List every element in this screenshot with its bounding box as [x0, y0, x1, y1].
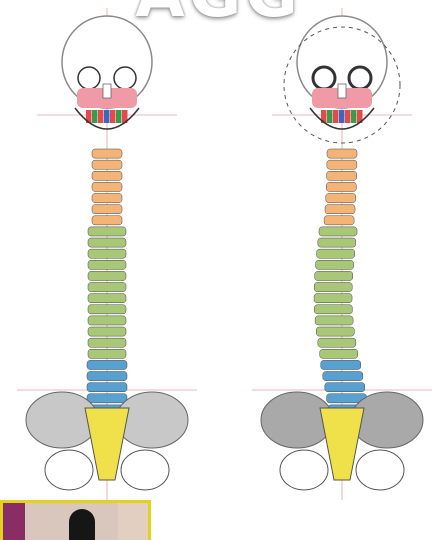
- tooth: [333, 110, 339, 123]
- cervical-vertebra: [327, 171, 357, 180]
- thoracic-vertebra: [318, 338, 356, 347]
- tooth: [104, 110, 110, 123]
- left-obturator: [280, 450, 328, 490]
- thoracic-vertebra: [88, 227, 126, 236]
- thoracic-vertebra: [316, 327, 354, 336]
- tooth: [339, 110, 345, 123]
- cervical-vertebra: [92, 194, 122, 203]
- thoracic-vertebra: [88, 260, 126, 269]
- thoracic-vertebra: [88, 305, 126, 314]
- cervical-vertebra: [92, 205, 122, 214]
- thoracic-vertebra: [316, 260, 354, 269]
- tooth: [327, 110, 333, 123]
- thoracic-vertebra: [88, 338, 126, 347]
- tooth: [116, 110, 122, 123]
- cervical-vertebra: [325, 205, 355, 214]
- cervical-vertebra: [326, 194, 356, 203]
- lumbar-vertebra: [87, 394, 127, 403]
- tooth: [351, 110, 357, 123]
- thumbnail-right-panel: [118, 503, 148, 540]
- scoliotic-spine-figure: [252, 8, 432, 500]
- video-thumbnail[interactable]: [0, 500, 151, 540]
- thoracic-vertebra: [314, 305, 352, 314]
- thoracic-vertebra: [88, 327, 126, 336]
- cervical-vertebra: [92, 216, 122, 225]
- cervical-vertebra: [92, 182, 122, 191]
- thoracic-vertebra: [88, 271, 126, 280]
- right-orbit: [114, 67, 136, 89]
- left-obturator: [45, 450, 93, 490]
- left-orbit: [313, 67, 335, 89]
- lumbar-vertebra: [323, 372, 363, 381]
- thoracic-vertebra: [88, 316, 126, 325]
- thumbnail-left-panel: [3, 503, 25, 540]
- right-obturator: [356, 450, 404, 490]
- right-obturator: [121, 450, 169, 490]
- lumbar-vertebra: [325, 383, 365, 392]
- cervical-vertebra: [324, 216, 354, 225]
- thoracic-vertebra: [314, 283, 352, 292]
- cervical-vertebra: [326, 182, 356, 191]
- thoracic-vertebra: [317, 249, 355, 258]
- thoracic-vertebra: [315, 316, 353, 325]
- tooth: [98, 110, 104, 123]
- tooth: [92, 110, 98, 123]
- cervical-vertebra: [327, 160, 357, 169]
- normal-spine-figure: [17, 8, 197, 500]
- thoracic-vertebra: [318, 238, 356, 247]
- nose: [338, 84, 346, 98]
- thoracic-vertebra: [315, 271, 353, 280]
- thoracic-vertebra: [88, 249, 126, 258]
- tooth: [110, 110, 116, 123]
- nose: [103, 84, 111, 98]
- cervical-vertebra: [92, 160, 122, 169]
- thumbnail-doorway: [69, 509, 95, 540]
- left-orbit: [78, 67, 100, 89]
- thoracic-vertebra: [88, 283, 126, 292]
- spine: [314, 149, 368, 414]
- thoracic-vertebra: [319, 227, 357, 236]
- thoracic-vertebra: [314, 294, 352, 303]
- cervical-vertebra: [92, 149, 122, 158]
- thoracic-vertebra: [88, 294, 126, 303]
- skull: [62, 16, 152, 129]
- right-orbit: [349, 67, 371, 89]
- thoracic-vertebra: [320, 349, 358, 358]
- cervical-vertebra: [92, 171, 122, 180]
- tooth: [345, 110, 351, 123]
- thoracic-vertebra: [88, 349, 126, 358]
- lumbar-vertebra: [87, 383, 127, 392]
- cervical-vertebra: [327, 149, 357, 158]
- lumbar-vertebra: [87, 372, 127, 381]
- thoracic-vertebra: [88, 238, 126, 247]
- lumbar-vertebra: [321, 360, 361, 369]
- lumbar-vertebra: [87, 360, 127, 369]
